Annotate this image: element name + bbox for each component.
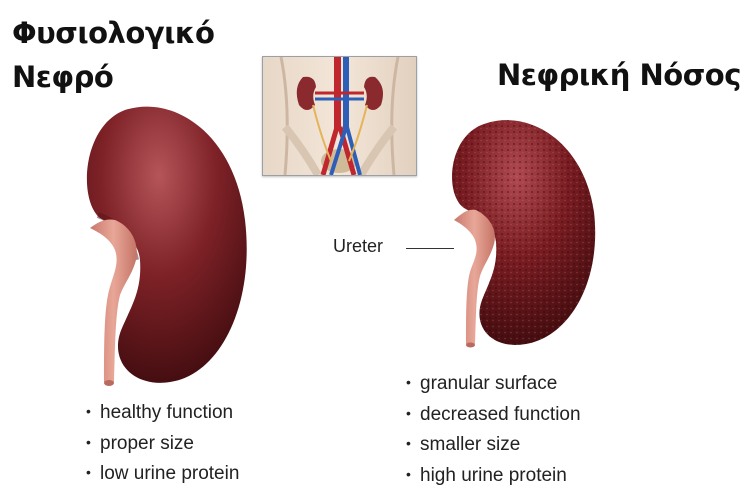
diseased-feature-item: high urine protein: [406, 460, 581, 490]
ureter-label: Ureter: [333, 236, 383, 257]
healthy-kidney-title-line1: Φυσιολογικό: [12, 14, 214, 52]
diseased-kidney-features: granular surface decreased function smal…: [406, 368, 581, 490]
urinary-system-inset: [262, 56, 417, 176]
healthy-feature-item: proper size: [86, 428, 239, 459]
healthy-kidney-features: healthy function proper size low urine p…: [86, 397, 239, 489]
diseased-kidney-image: [434, 112, 614, 352]
diseased-feature-item: granular surface: [406, 368, 581, 399]
kidney-disease-title: Νεφρική Νόσος: [497, 56, 741, 94]
healthy-kidney-title-line2: Νεφρό: [12, 58, 113, 96]
healthy-feature-item: healthy function: [86, 397, 239, 428]
diseased-feature-item: smaller size: [406, 429, 581, 460]
diseased-feature-item: decreased function: [406, 399, 581, 430]
healthy-kidney-image: [70, 100, 270, 390]
ureter-leader-line: [406, 248, 454, 249]
healthy-feature-item: low urine protein: [86, 458, 239, 489]
